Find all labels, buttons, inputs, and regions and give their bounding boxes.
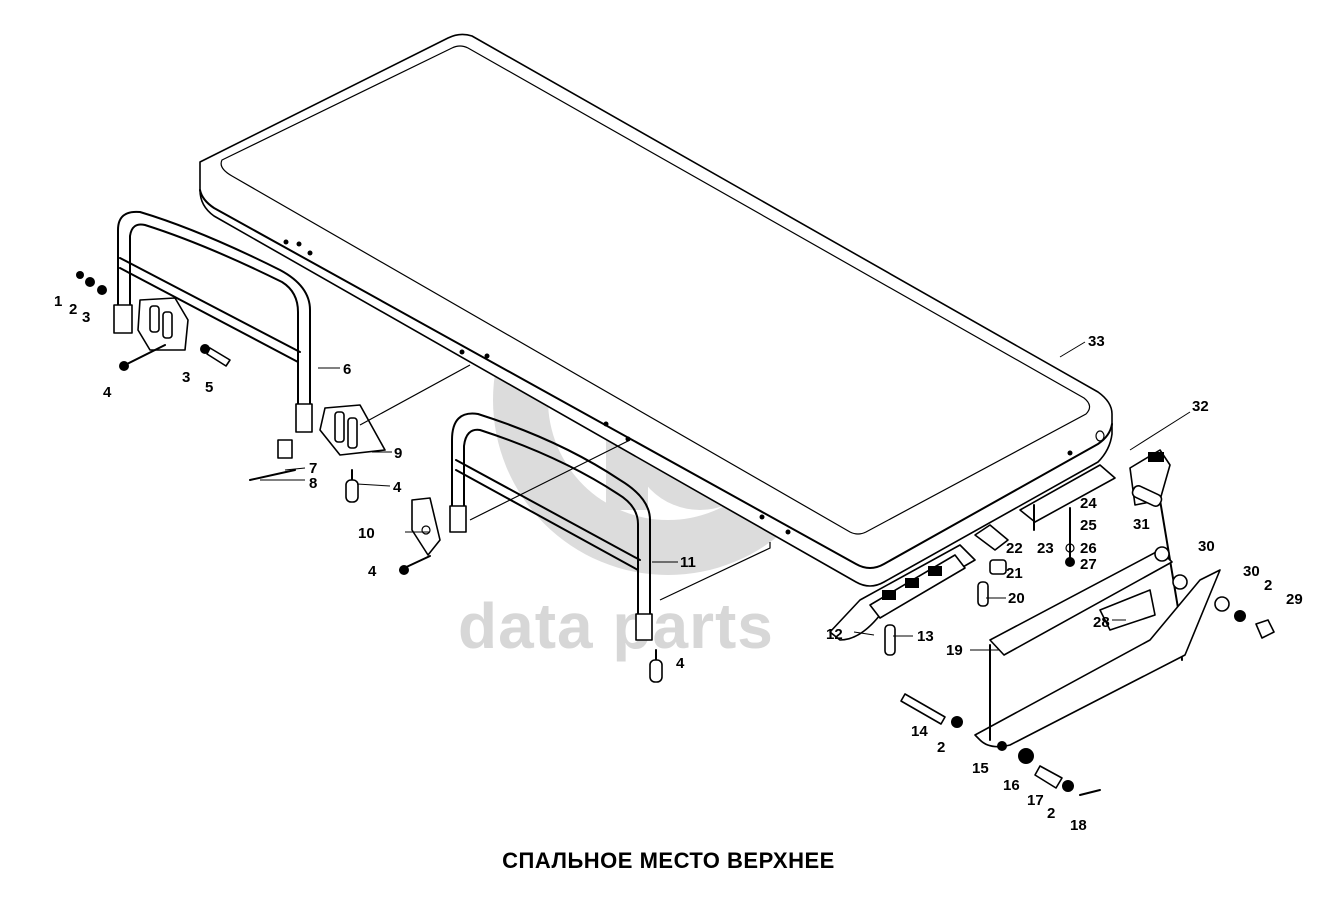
guard-rail-right — [449, 412, 771, 641]
callout-11: 11 — [680, 554, 696, 571]
callout-26: 26 — [1080, 540, 1097, 557]
callout-22: 22 — [1006, 540, 1023, 557]
callout-9: 9 — [394, 445, 402, 462]
diagram-caption: СПАЛЬНОЕ МЕСТО ВЕРХНЕЕ — [502, 848, 835, 873]
callout-4: 4 — [676, 655, 685, 672]
callout-2: 2 — [1047, 805, 1055, 822]
callout-18: 18 — [1070, 817, 1087, 834]
callout-12: 12 — [826, 626, 843, 643]
callout-6: 6 — [343, 361, 351, 378]
watermark-text: data parts — [458, 590, 774, 662]
guard-rail-left — [113, 210, 313, 433]
callout-2: 2 — [937, 739, 945, 756]
callout-17: 17 — [1027, 792, 1044, 809]
parts-20-27 — [974, 464, 1116, 607]
callout-21: 21 — [1006, 565, 1023, 582]
callout-20: 20 — [1008, 590, 1025, 607]
callout-30: 30 — [1243, 563, 1260, 580]
callout-23: 23 — [1037, 540, 1054, 557]
callout-27: 27 — [1080, 556, 1097, 573]
callout-1: 1 — [54, 293, 62, 310]
callout-4: 4 — [393, 479, 402, 496]
callout-16: 16 — [1003, 777, 1020, 794]
callout-8: 8 — [309, 475, 317, 492]
callout-13: 13 — [917, 628, 934, 645]
bunk-board — [199, 33, 1113, 587]
callout-28: 28 — [1093, 614, 1110, 631]
callout-29: 29 — [1286, 591, 1303, 608]
bracket-left — [137, 297, 189, 351]
callout-24: 24 — [1080, 495, 1097, 512]
callout-4: 4 — [368, 563, 377, 580]
fasteners-left — [76, 271, 663, 683]
callout-32: 32 — [1192, 398, 1209, 415]
callout-33: 33 — [1088, 333, 1105, 350]
callout-25: 25 — [1080, 517, 1097, 534]
leader-lines — [260, 341, 1191, 651]
callout-19: 19 — [946, 642, 963, 659]
callout-3: 3 — [82, 309, 90, 326]
callout-2: 2 — [69, 301, 77, 318]
callout-31: 31 — [1133, 516, 1150, 533]
callout-10: 10 — [358, 525, 375, 542]
callout-4: 4 — [103, 384, 112, 401]
callout-5: 5 — [205, 379, 213, 396]
step-12 — [829, 544, 976, 656]
callout-7: 7 — [309, 460, 317, 477]
callout-3: 3 — [182, 369, 190, 386]
callout-2: 2 — [1264, 577, 1272, 594]
callout-30: 30 — [1198, 538, 1215, 555]
callout-14: 14 — [911, 723, 928, 740]
bracket-10 — [411, 497, 441, 556]
bracket-middle — [319, 364, 471, 456]
fasteners-right — [1172, 574, 1275, 639]
callout-15: 15 — [972, 760, 989, 777]
pins-bottom-right — [900, 693, 1101, 796]
